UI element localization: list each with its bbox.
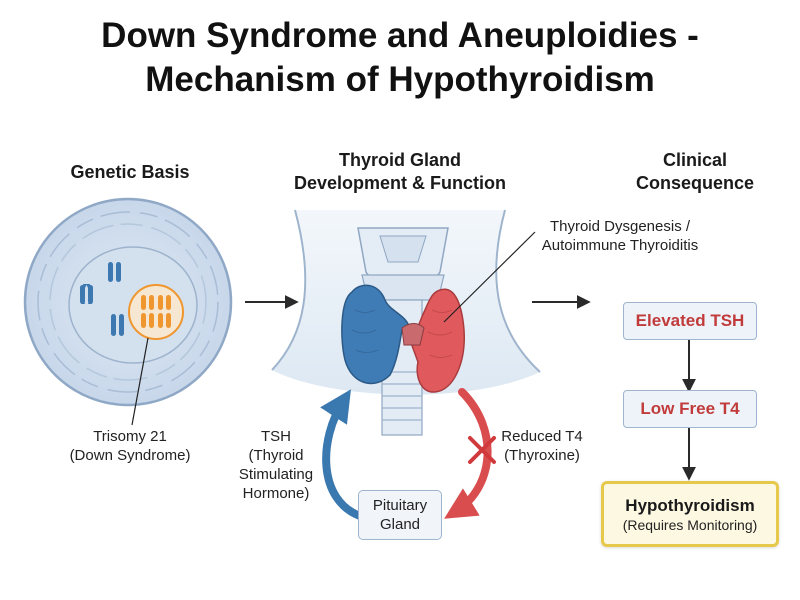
tsh-label: TSH (Thyroid Stimulating Hormone)	[238, 428, 314, 502]
trisomy-chromosomes	[141, 295, 171, 328]
pituitary-gland-box: Pituitary Gland	[358, 490, 442, 540]
t4-label: Reduced T4 (Thyroxine)	[501, 428, 583, 464]
genetic-basis-heading: Genetic Basis	[70, 162, 190, 182]
page-title: Down Syndrome and Aneuploidies - Mechani…	[0, 14, 800, 102]
cell-illustration	[23, 197, 233, 426]
trisomy-label: Trisomy 21 (Down Syndrome)	[69, 428, 191, 464]
title-line-1: Down Syndrome and Aneuploidies -	[101, 16, 699, 55]
clinical-heading: Clinical Consequence	[635, 150, 755, 193]
thyroid-heading: Thyroid Gland Development & Function	[293, 150, 506, 193]
low-free-t4-box: Low Free T4	[623, 390, 757, 428]
normal-chromosomes	[80, 262, 124, 336]
elevated-tsh-box: Elevated TSH	[623, 302, 757, 340]
dysgenesis-pointer	[443, 231, 536, 323]
thyroid-isthmus	[401, 323, 425, 346]
thyroid-left-lobe	[341, 284, 411, 385]
tsh-arrow	[320, 389, 364, 520]
blocked-x-icon	[468, 436, 496, 464]
dysgenesis-label: Thyroid Dysgenesis / Autoimmune Thyroidi…	[541, 218, 699, 254]
hypothyroidism-box: Hypothyroidism (Requires Monitoring)	[601, 481, 779, 547]
title-line-2: Mechanism of Hypothyroidism	[145, 60, 655, 99]
neck-illustration	[271, 209, 541, 436]
